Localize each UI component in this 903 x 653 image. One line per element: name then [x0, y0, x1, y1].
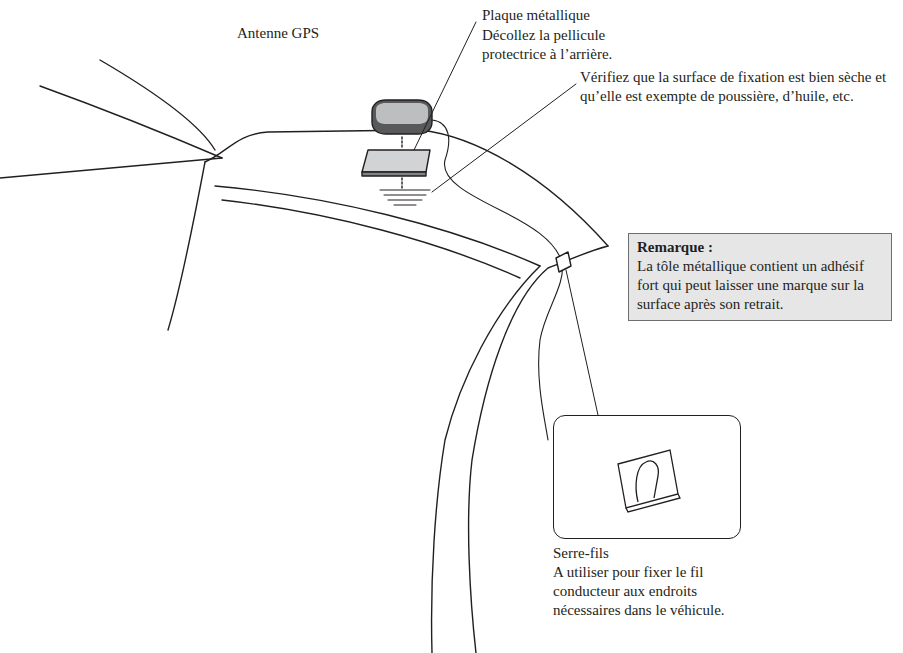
guide-line — [401, 137, 402, 147]
clip-loop — [636, 461, 658, 502]
guide-line — [401, 178, 402, 188]
clip-symbol — [618, 450, 680, 512]
heading: Serre-fils — [553, 544, 753, 563]
leader-line — [432, 84, 576, 192]
cable-clip — [556, 252, 571, 272]
part-name: Plaque métallique — [482, 6, 652, 25]
roof-edge — [205, 130, 608, 246]
gps-antenna — [372, 100, 432, 134]
roof-line — [215, 186, 540, 266]
instruction-note: Vérifiez que la surface de fixation est … — [580, 68, 898, 106]
inset-frame — [553, 415, 741, 539]
clip-inset: Serre-filsA utiliser pour fixer le fil c… — [553, 415, 768, 620]
instruction-note: Décollez la pellicule protectrice à l’ar… — [482, 26, 657, 64]
windshield-line — [40, 86, 222, 158]
side-line — [432, 266, 540, 653]
part-name: Antenne GPS — [237, 24, 357, 43]
leader-line — [414, 22, 476, 150]
clip-edge — [626, 494, 680, 512]
pillar-line — [168, 162, 205, 330]
plate-edge — [362, 172, 426, 176]
body-text: La tôle métallique contient un adhésif f… — [637, 257, 883, 314]
clip-body — [618, 450, 678, 508]
roof-line — [222, 200, 520, 278]
windshield-edge — [0, 158, 222, 178]
body-text: A utiliser pour fixer le fil conducteur … — [553, 563, 753, 620]
leader-line — [566, 270, 598, 415]
metal-plate — [362, 150, 430, 172]
heading: Remarque : — [637, 238, 883, 257]
remark-box: Remarque :La tôle métallique contient un… — [628, 233, 892, 321]
clip-drawing — [554, 416, 742, 540]
surface-symbol — [380, 190, 430, 205]
windshield-line — [100, 60, 215, 150]
antenna-cable — [432, 120, 563, 440]
antenna-top — [376, 103, 428, 124]
